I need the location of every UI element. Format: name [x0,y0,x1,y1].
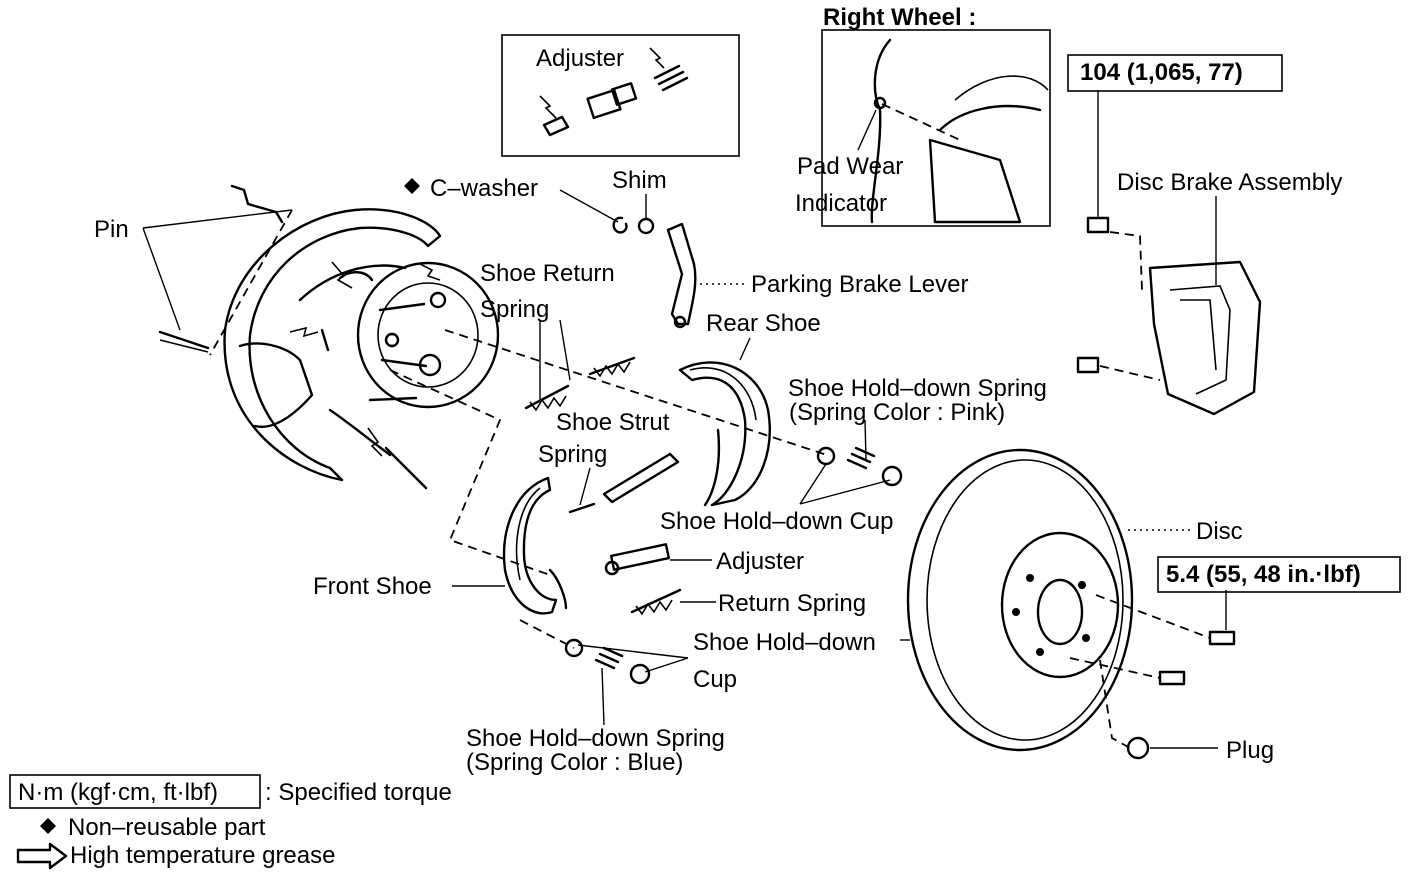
label-torque-caliper: 104 (1,065, 77) [1080,59,1243,86]
pin-part [158,184,284,353]
shim-part [637,217,655,235]
torque-box-disc [1157,556,1401,593]
black-diamond-icon [40,818,56,834]
shoe-strut-part [568,452,680,514]
label-torque-disc: 5.4 (55, 48 in.·lbf) [1166,561,1361,588]
c-washer-part [612,216,628,234]
label-adjuster-mid: Adjuster [716,548,804,575]
label-rear-shoe: Rear Shoe [706,310,821,337]
legend-torque-unit: N·m (kgf·cm, ft·lbf) [18,779,218,806]
label-adjuster-top: Adjuster [536,45,624,72]
backing-plate [223,208,500,490]
parking-brake-lever-part [666,222,697,329]
legend: N·m (kgf·cm, ft·lbf) : Specified torque … [9,774,452,870]
label-blue-spring-2: (Spring Color : Blue) [466,749,683,776]
disc-part [906,448,1236,760]
rear-shoe-part [678,361,771,507]
adjuster-mid-part [604,543,671,576]
label-parking-brake-lever: Parking Brake Lever [751,271,968,298]
leader-lines [142,90,1227,749]
label-shoe-return-2: Spring [480,296,549,323]
label-plug: Plug [1226,737,1274,764]
label-pin: Pin [94,216,129,243]
disc-brake-assembly-part [1076,216,1262,416]
legend-nonreusable: Non–reusable part [68,814,266,841]
shoe-return-springs [524,356,636,412]
black-diamond-icon [404,178,420,194]
label-shoe-return-1: Shoe Return [480,260,615,287]
label-disc-brake-assembly: Disc Brake Assembly [1117,169,1342,196]
right-wheel-inset [821,29,1051,227]
right-wheel-inset-drawing [870,38,1049,224]
label-hold-down-lower-1: Shoe Hold–down [693,629,876,656]
label-shim: Shim [612,167,667,194]
legend-torque-desc: : Specified torque [265,779,452,806]
hold-down-parts-lower [564,638,651,685]
legend-grease: High temperature grease [70,842,335,869]
label-strut-1: Shoe Strut [556,409,670,436]
label-front-shoe: Front Shoe [313,573,432,600]
label-right-wheel: Right Wheel : [823,4,976,31]
torque-box-caliper [1067,54,1283,92]
label-disc: Disc [1196,518,1243,545]
adjuster-inset [501,34,740,157]
front-shoe-part [502,476,568,615]
legend-torque-box [9,774,261,809]
label-strut-2: Spring [538,441,607,468]
return-spring-part [630,588,682,616]
label-pad-wear-2: Indicator [795,190,887,217]
label-hold-down-cup-upper: Shoe Hold–down Cup [660,508,894,535]
label-blue-spring-1: Shoe Hold–down Spring [466,725,725,752]
hold-down-parts-upper [816,446,903,487]
hollow-arrow-icon [16,842,68,870]
label-pink-spring-1: Shoe Hold–down Spring [788,375,1047,402]
label-hold-down-lower-2: Cup [693,666,737,693]
label-pink-spring-2: (Spring Color : Pink) [789,399,1005,426]
adjuster-inset-drawing [539,47,689,137]
assembly-lines [209,209,1211,749]
label-pad-wear-1: Pad Wear [797,153,903,180]
label-c-washer: C–washer [430,175,538,202]
label-return-spring: Return Spring [718,590,866,617]
